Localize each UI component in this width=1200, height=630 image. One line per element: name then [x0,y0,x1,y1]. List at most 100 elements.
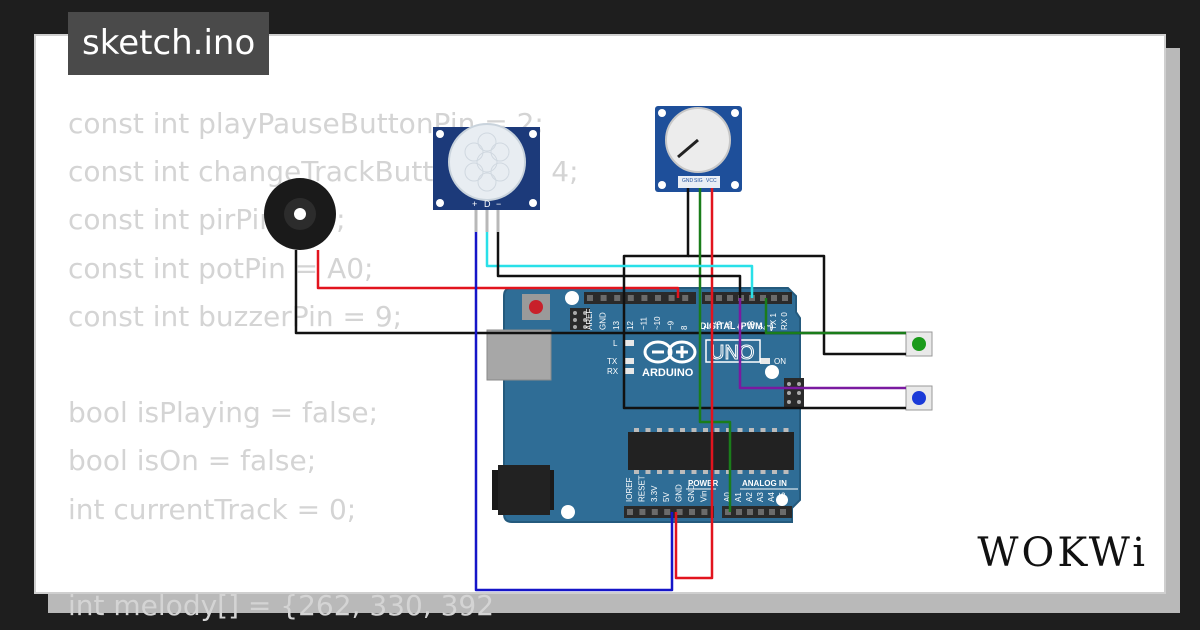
code-line: int melody[] = {262, 330, 392 [68,588,495,622]
header-pin[interactable] [614,295,621,301]
header-pin[interactable] [627,509,633,515]
header-aref-8[interactable] [584,292,696,304]
pin-label: ~6 [714,320,723,330]
chip-pin [634,428,639,432]
usb-connector [486,329,552,381]
header-pin[interactable] [769,509,775,515]
code-background: const int playPauseButtonPin = 2;const i… [68,100,579,630]
filename-tab[interactable]: sketch.ino [68,12,270,75]
chip-pin [691,428,697,432]
uno-label: UNO [710,342,754,364]
chip-pin [737,428,743,432]
wire-pir-signal[interactable] [485,232,754,298]
led-on [760,358,770,364]
pin-label: ~3 [747,320,756,330]
chip-pin [737,470,743,474]
wire-button-blue[interactable] [738,298,906,390]
chip-pin [749,470,754,474]
pin-label: GND [599,312,608,330]
header-pin[interactable] [655,295,661,301]
wire-buzzer-signal[interactable] [316,250,680,298]
pin-label: 8 [680,325,689,330]
wire-pot-ground[interactable] [622,188,906,410]
chip-pin [749,428,754,432]
pin-label: GND [675,484,684,502]
chip-pin [680,470,685,474]
pin-label: 13 [612,321,621,330]
wire-pir-vcc[interactable] [474,232,674,592]
power-label: POWER [688,479,718,488]
led-l [624,340,634,346]
pin-label: A5 [778,492,787,502]
header-pin[interactable] [664,509,671,515]
header-pin[interactable] [725,509,731,515]
wire-buzzer-ground[interactable] [294,250,906,335]
code-line: int currentTrack = 0; [68,492,357,526]
header-pin[interactable] [736,509,742,515]
header-power[interactable] [624,506,714,518]
header-7-0[interactable] [702,292,792,304]
chip-pin [772,428,777,432]
header-pin[interactable] [600,295,607,301]
pot-pin-label: GND [682,178,694,184]
wire-button-green[interactable] [764,298,906,335]
chip-pin [760,470,766,474]
chip-pin [714,428,720,432]
header-pin[interactable] [676,509,683,515]
blue-pushbutton[interactable] [905,385,933,411]
chip-pin [657,470,662,474]
led-rx [624,368,634,374]
wire-pir-ground[interactable] [496,232,742,298]
arduino-logo [643,340,697,364]
header-pin[interactable] [639,509,646,515]
header-pin[interactable] [727,295,733,301]
code-line: const int potPin = A0; [68,251,374,285]
chip-pin [668,470,674,474]
header-pin[interactable] [627,295,634,301]
header-pin[interactable] [701,509,708,515]
pir-sensor[interactable]: +D− [433,123,540,232]
header-pin[interactable] [782,295,788,301]
header-pin[interactable] [682,295,689,301]
pin-label: 12 [626,321,635,330]
header-pin[interactable] [760,295,766,301]
chip-pin [703,428,708,432]
header-analog[interactable] [722,506,792,518]
header-pin[interactable] [771,295,777,301]
buzzer[interactable] [264,178,336,250]
header-pin[interactable] [587,295,593,301]
header-pin[interactable] [716,295,722,301]
pin-label: RESET [637,475,646,502]
analog-label: ANALOG IN [742,479,787,488]
digital-label: DIGITAL (PWM ~) [700,321,773,331]
wire-pot-signal[interactable] [698,188,732,512]
reset-button-cap[interactable] [529,300,543,314]
chip-pin [691,470,697,474]
header-pin[interactable] [705,295,711,301]
pin-label: GND [687,484,696,502]
wire-button-ground[interactable] [688,254,906,356]
pir-pin-label: + [472,199,477,209]
led-l-label: L [613,339,618,348]
wire-pot-vcc[interactable] [674,188,714,580]
header-pin[interactable] [689,509,695,515]
pin-label: 7 [703,325,712,330]
chip-pin [634,470,639,474]
green-pushbutton[interactable] [905,331,933,357]
pin-label: A4 [767,492,776,502]
icsp-header [570,308,590,330]
header-pin[interactable] [668,295,675,301]
header-pin[interactable] [641,295,648,301]
header-pin[interactable] [780,509,786,515]
header-pin[interactable] [758,509,764,515]
header-pin[interactable] [651,509,658,515]
header-pin[interactable] [747,509,753,515]
pin-label: A2 [745,492,754,502]
on-label: ON [774,357,786,366]
pin-label: IOREF [625,477,634,502]
pot-indicator [677,138,699,159]
